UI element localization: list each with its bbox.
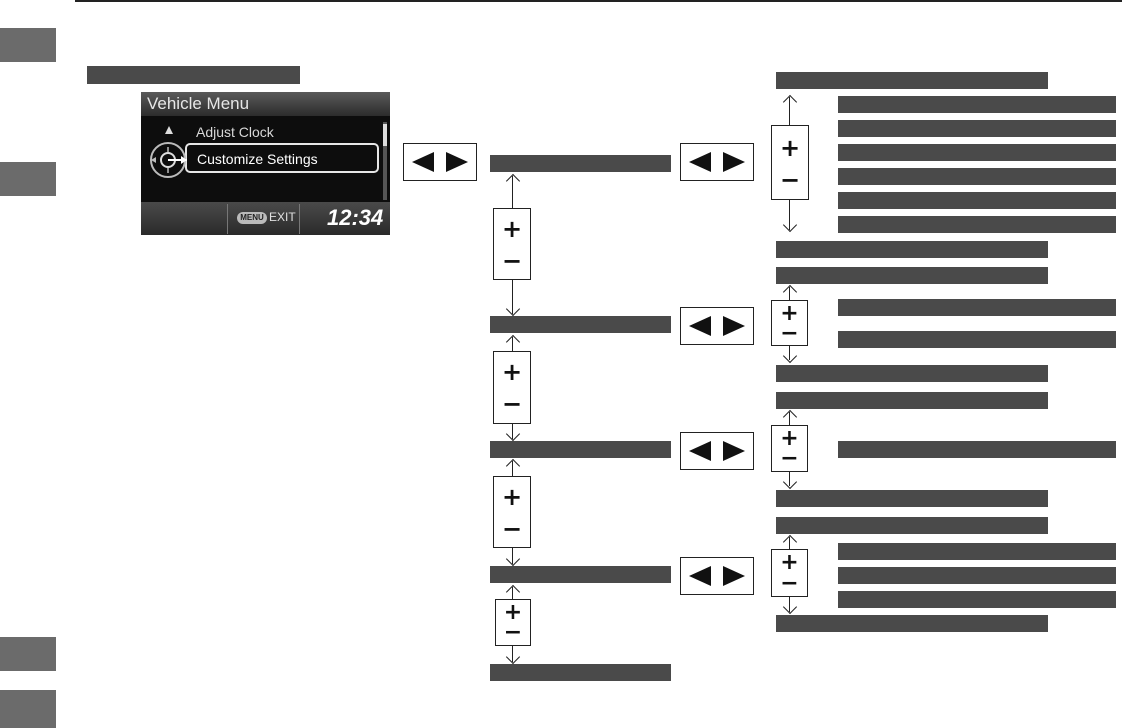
- settings-item-bar: [776, 615, 1048, 632]
- connector-line: [789, 472, 790, 486]
- plus-minus-icon: + −: [493, 351, 531, 424]
- arrow-up-icon: [505, 173, 521, 189]
- arrow-up-icon: [505, 458, 521, 474]
- plus-minus-icon: + −: [495, 599, 531, 646]
- menu-level-bar: [490, 664, 671, 681]
- plus-minus-icon: + −: [771, 425, 808, 472]
- plus-minus-icon: + −: [771, 549, 808, 597]
- connector-line: [789, 597, 790, 612]
- interface-dial-icon: [150, 142, 187, 178]
- arrow-up-icon: [505, 334, 521, 350]
- left-right-arrows-icon: [680, 432, 754, 470]
- arrow-down-icon: [505, 301, 521, 317]
- settings-subitem-bar: [838, 168, 1116, 185]
- menu-level-bar: [490, 566, 671, 583]
- plus-minus-icon: + −: [771, 125, 809, 200]
- settings-subitem-bar: [838, 441, 1116, 458]
- arrow-up-icon: [782, 534, 798, 550]
- scrollbar-thumb: [383, 124, 387, 146]
- top-rule: [75, 0, 1122, 2]
- arrow-down-icon: [782, 348, 798, 364]
- connector-line: [512, 280, 513, 314]
- plus-minus-icon: + −: [493, 208, 531, 280]
- settings-subitem-bar: [838, 299, 1116, 316]
- settings-subitem-bar: [838, 567, 1116, 584]
- connector-line: [512, 587, 513, 599]
- side-tab: [0, 28, 56, 62]
- settings-subitem-bar: [838, 144, 1116, 161]
- menu-level-bar: [490, 441, 671, 458]
- connector-line: [512, 548, 513, 564]
- arrow-up-icon: [505, 584, 521, 600]
- footer-divider: [299, 204, 300, 234]
- settings-subitem-bar: [838, 120, 1116, 137]
- side-tab: [0, 162, 56, 196]
- settings-subitem-bar: [838, 543, 1116, 560]
- up-triangle-icon: [165, 126, 173, 134]
- connector-line: [512, 424, 513, 439]
- arrow-down-icon: [505, 551, 521, 567]
- connector-line: [789, 287, 790, 300]
- menu-button-icon[interactable]: MENU: [237, 212, 267, 224]
- plus-minus-icon: + −: [493, 476, 531, 548]
- arrow-up-icon: [782, 409, 798, 425]
- plus-minus-icon: + −: [771, 300, 808, 346]
- connector-line: [789, 412, 790, 425]
- exit-label: EXIT: [269, 210, 296, 224]
- connector-line: [512, 461, 513, 476]
- settings-item-bar: [776, 490, 1048, 507]
- settings-item-bar: [776, 517, 1048, 534]
- connector-line: [789, 200, 790, 230]
- section-heading-bar: [87, 66, 300, 84]
- arrow-up-icon: [782, 94, 798, 110]
- scrollbar-track: [383, 122, 387, 200]
- arrow-down-icon: [782, 599, 798, 615]
- left-right-arrows-icon: [680, 557, 754, 595]
- settings-item-bar: [776, 365, 1048, 382]
- settings-item-bar: [776, 241, 1048, 258]
- arrow-down-icon: [782, 474, 798, 490]
- settings-item-bar: [776, 72, 1048, 89]
- settings-subitem-bar: [838, 591, 1116, 608]
- menu-level-bar: [490, 155, 671, 172]
- menu-item-customize-settings[interactable]: Customize Settings: [197, 151, 318, 167]
- connector-line: [512, 176, 513, 208]
- settings-subitem-bar: [838, 192, 1116, 209]
- connector-line: [512, 337, 513, 351]
- left-right-arrows-icon: [680, 143, 754, 181]
- left-right-arrows-icon: [680, 307, 754, 345]
- screen-title: Vehicle Menu: [141, 92, 390, 116]
- connector-line: [789, 537, 790, 549]
- settings-subitem-bar: [838, 331, 1116, 348]
- settings-item-bar: [776, 392, 1048, 409]
- side-tab: [0, 637, 56, 671]
- menu-item-adjust-clock[interactable]: Adjust Clock: [196, 124, 274, 140]
- menu-level-bar: [490, 316, 671, 333]
- side-tab: [0, 690, 56, 728]
- clock-display: 12:34: [327, 205, 384, 230]
- menu-item-highlight: [185, 143, 379, 173]
- connector-line: [789, 346, 790, 360]
- arrow-down-icon: [505, 649, 521, 665]
- settings-item-bar: [776, 267, 1048, 284]
- left-right-arrows-icon: [403, 143, 477, 181]
- footer-divider: [227, 204, 228, 234]
- settings-subitem-bar: [838, 96, 1116, 113]
- settings-subitem-bar: [838, 216, 1116, 233]
- arrow-up-icon: [782, 284, 798, 300]
- connector-line: [789, 97, 790, 125]
- vehicle-menu-screen: Vehicle Menu Adjust Clock Customize Sett…: [141, 92, 390, 235]
- arrow-down-icon: [782, 217, 798, 233]
- arrow-down-icon: [505, 426, 521, 442]
- connector-line: [512, 646, 513, 662]
